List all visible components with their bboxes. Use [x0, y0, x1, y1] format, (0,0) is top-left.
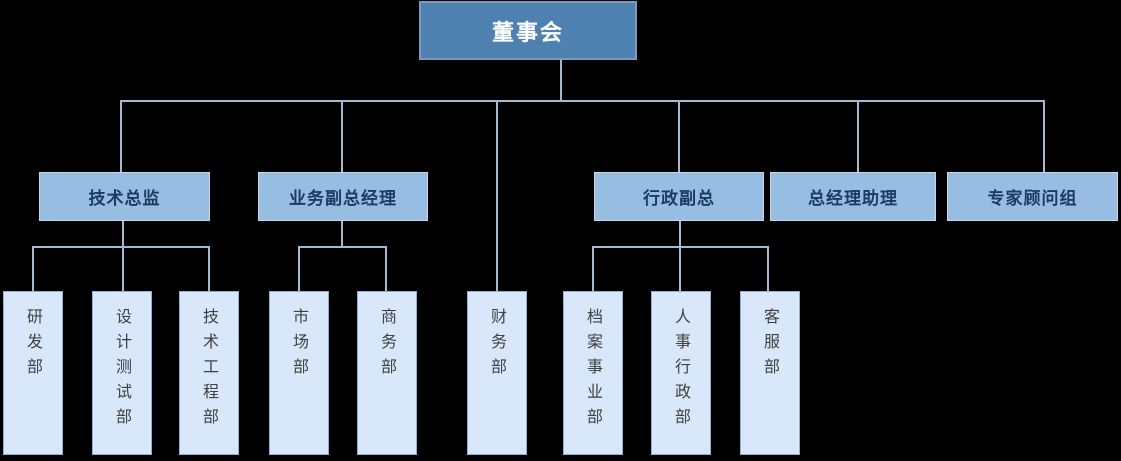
connector-drop-tech-eng-dept: [208, 246, 210, 291]
org-node-finance-dept: 财务部: [467, 291, 527, 455]
org-node-business-deputy-gm: 业务副总经理: [258, 172, 428, 221]
connector-drop-gm-assistant: [857, 100, 859, 173]
connector-business-stub: [341, 221, 343, 247]
org-node-market-dept-label: 市场部: [290, 308, 309, 383]
org-node-customer-service-dept: 客服部: [740, 291, 800, 455]
connector-root-stub: [560, 60, 562, 101]
connector-level1-rail: [120, 100, 1045, 102]
connector-drop-finance-dept: [496, 100, 498, 291]
org-node-gm-assistant: 总经理助理: [770, 172, 936, 221]
org-node-admin-deputy-gm: 行政副总: [594, 172, 764, 221]
connector-drop-admin-gm: [678, 100, 680, 173]
connector-drop-rd-dept: [32, 246, 34, 291]
org-node-gm-assistant-label: 总经理助理: [808, 189, 898, 209]
connector-admin-stub: [679, 221, 681, 247]
connector-drop-expert-group: [1043, 100, 1045, 173]
connector-drop-tech-director: [120, 100, 122, 173]
connector-drop-business-gm: [341, 100, 343, 173]
org-node-board: 董事会: [419, 1, 637, 60]
org-node-tech-director-label: 技术总监: [88, 189, 161, 209]
connector-drop-service-dept: [767, 246, 769, 291]
connector-drop-market-dept: [298, 246, 300, 291]
org-node-rd-dept: 研发部: [3, 291, 63, 455]
connector-drop-commerce-dept: [385, 246, 387, 291]
org-node-business-deputy-gm-label: 业务副总经理: [289, 189, 397, 209]
org-node-expert-advisory-group: 专家顾问组: [947, 172, 1118, 221]
org-node-hr-admin-dept-label: 人事行政部: [672, 308, 691, 433]
org-node-finance-dept-label: 财务部: [488, 308, 507, 383]
connector-drop-archives-dept: [592, 246, 594, 291]
org-node-rd-dept-label: 研发部: [24, 308, 43, 383]
org-node-commerce-dept-label: 商务部: [378, 308, 397, 383]
org-node-design-test-dept-label: 设计测试部: [113, 308, 132, 433]
org-node-commerce-dept: 商务部: [357, 291, 417, 455]
org-node-expert-advisory-group-label: 专家顾问组: [987, 189, 1078, 209]
connector-drop-design-test-dept: [122, 246, 124, 291]
org-node-customer-service-dept-label: 客服部: [761, 308, 780, 383]
org-node-tech-eng-dept: 技术工程部: [179, 291, 239, 455]
connector-drop-hr-admin-dept: [679, 246, 681, 291]
connector-business-rail: [298, 246, 387, 248]
connector-tech-rail: [32, 246, 210, 248]
org-node-archives-dept: 档案事业部: [563, 291, 623, 455]
org-node-admin-deputy-gm-label: 行政副总: [643, 189, 715, 209]
org-node-tech-eng-dept-label: 技术工程部: [200, 308, 219, 433]
org-node-tech-director: 技术总监: [39, 172, 210, 221]
org-node-archives-dept-label: 档案事业部: [584, 308, 603, 433]
org-node-hr-admin-dept: 人事行政部: [651, 291, 711, 455]
org-node-design-test-dept: 设计测试部: [92, 291, 152, 455]
org-node-market-dept: 市场部: [269, 291, 329, 455]
org-node-board-label: 董事会: [491, 20, 564, 46]
connector-tech-stub: [122, 221, 124, 247]
